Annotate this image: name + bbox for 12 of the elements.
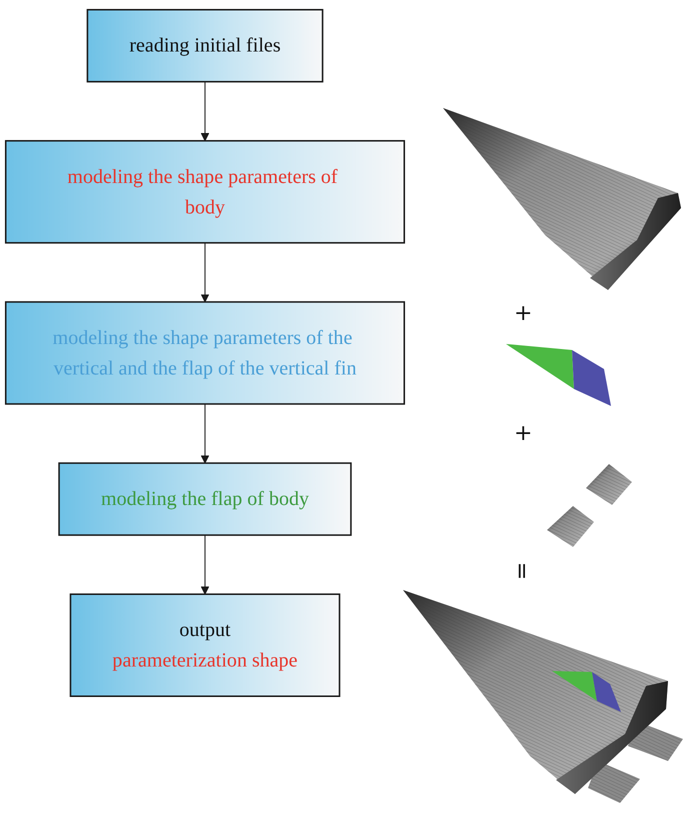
arrow: [200, 534, 210, 595]
process-box: output parameterization shape: [70, 593, 340, 697]
process-box: modeling the shape parameters of body: [4, 140, 406, 244]
process-box: modeling the shape parameters of the vertical and the flap of the vertical fin: [4, 301, 406, 405]
arrow: [200, 404, 210, 464]
plus-sign: +: [514, 423, 532, 445]
equals-sign: =: [510, 562, 532, 580]
arrow: [200, 242, 210, 302]
process-box: reading initial files: [86, 8, 324, 82]
process-box: modeling the flap of body: [58, 462, 352, 536]
plus-sign: +: [514, 303, 532, 325]
arrow: [200, 81, 210, 142]
